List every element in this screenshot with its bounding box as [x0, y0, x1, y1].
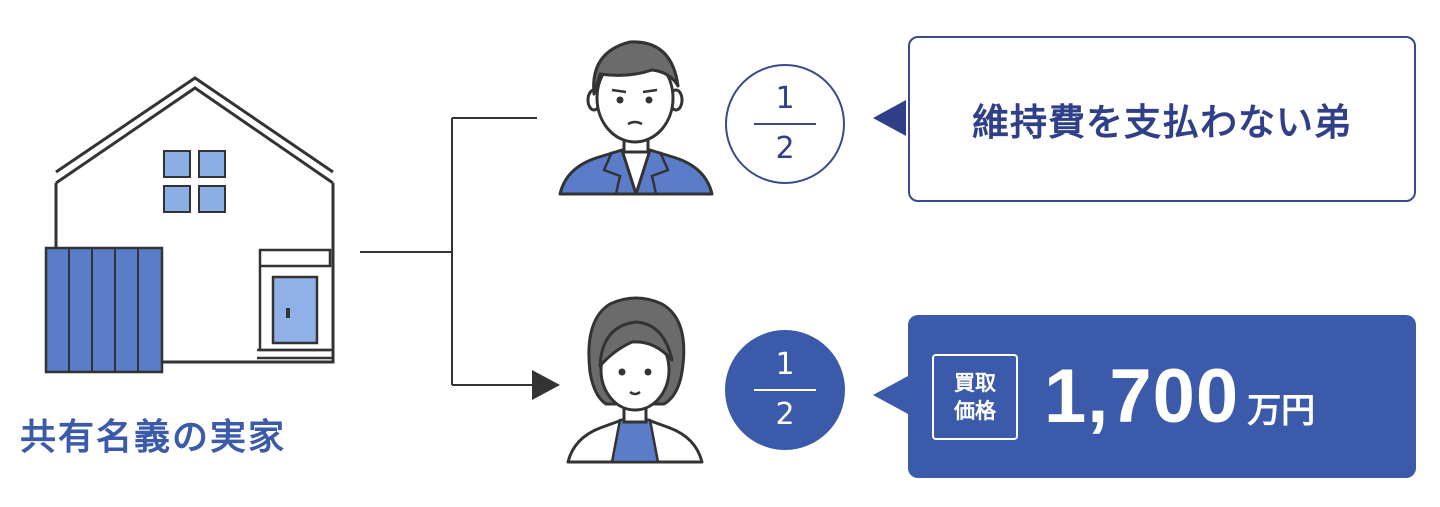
man-eye-right	[645, 96, 653, 104]
connector-lines	[360, 117, 537, 386]
door-steps	[257, 348, 333, 360]
man-lapel-left	[602, 151, 622, 195]
house-wall	[54, 183, 335, 364]
house-label: 共有名義の実家	[20, 417, 287, 458]
share-numerator: 1	[775, 347, 795, 382]
share-fraction-brother: 1 2	[725, 64, 845, 184]
purchase-price-box: 買取 価格 1,700 万円	[908, 315, 1416, 478]
purchase-price-badge: 買取 価格	[932, 353, 1018, 440]
man-eye-left	[616, 96, 624, 104]
man-hair	[592, 40, 680, 96]
purchase-price-value: 1,700	[1044, 354, 1240, 439]
house-door	[271, 275, 319, 345]
brother-message: 維持費を支払わない弟	[972, 101, 1352, 144]
fraction-bar	[754, 123, 816, 125]
share-denominator: 2	[775, 397, 795, 432]
pointer-triangle-icon-filled	[873, 376, 908, 414]
house-window-2	[198, 150, 226, 178]
man-lapel-right	[650, 151, 670, 195]
woman-eye-right	[644, 368, 652, 376]
man-mouth	[627, 120, 643, 126]
woman-top	[610, 418, 660, 464]
man-collar	[620, 149, 652, 196]
badge-line-1: 買取	[954, 370, 996, 395]
share-numerator: 1	[775, 81, 795, 116]
man-brow-right	[642, 88, 658, 94]
purchase-price-unit: 万円	[1247, 391, 1316, 431]
garage-door	[44, 246, 164, 374]
door-knob	[286, 308, 290, 318]
badge-line-2: 価格	[954, 398, 996, 423]
house-roof-outer	[55, 76, 334, 174]
share-denominator: 2	[775, 131, 795, 166]
arrow-right-icon	[532, 370, 560, 400]
house-icon	[44, 76, 335, 374]
house-window-3	[163, 185, 191, 213]
woman-mouth	[629, 390, 641, 396]
fraction-bar	[754, 389, 816, 391]
man-brow-left	[611, 88, 627, 94]
house-roof-inner	[55, 86, 334, 185]
woman-avatar-icon	[566, 296, 704, 464]
brother-message-box: 維持費を支払わない弟	[908, 36, 1416, 202]
pointer-triangle-icon	[873, 100, 906, 136]
woman-bangs	[598, 320, 674, 368]
house-window-1	[163, 150, 191, 178]
house-window-4	[198, 185, 226, 213]
man-avatar-icon	[558, 40, 714, 196]
share-fraction-sister: 1 2	[725, 330, 845, 450]
garage-stripes	[68, 248, 139, 372]
woman-eye-left	[618, 368, 626, 376]
